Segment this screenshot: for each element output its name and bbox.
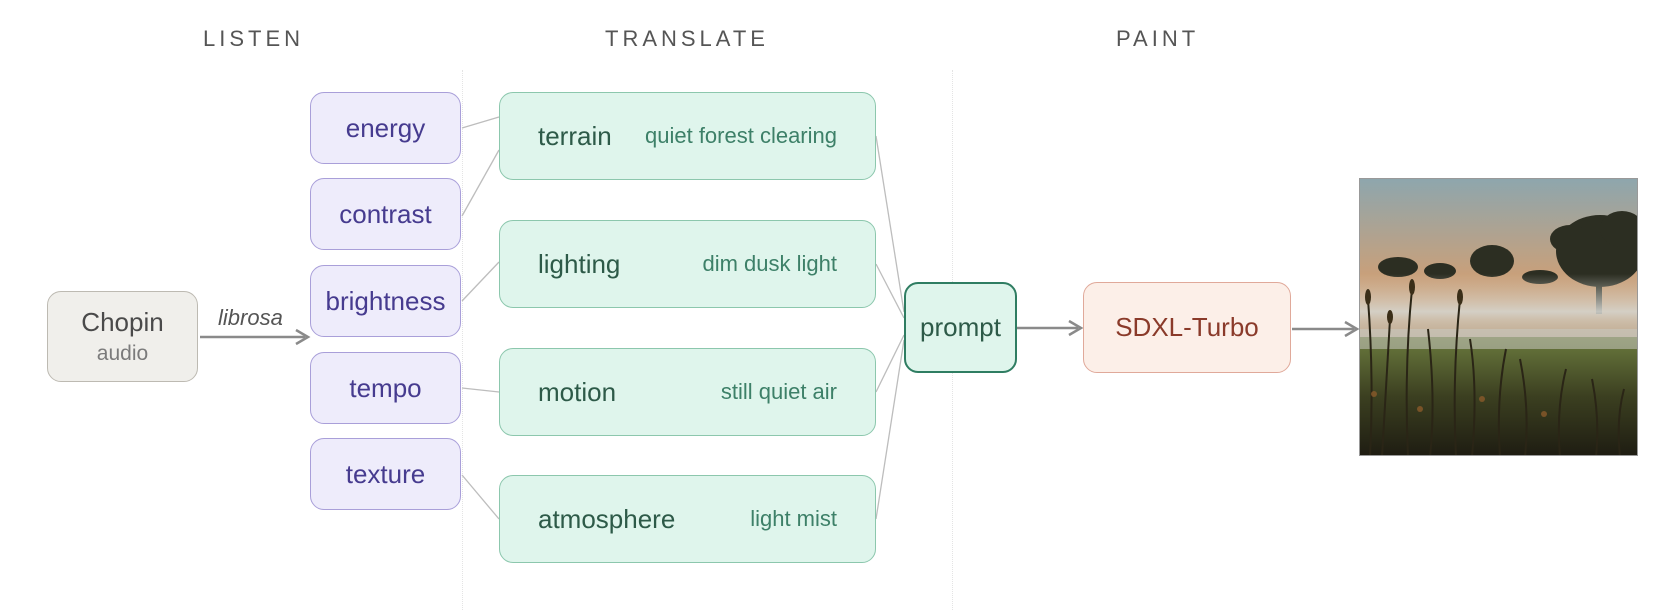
feature-label: energy [345,112,426,143]
feature-tempo: tempo [310,352,461,424]
output-image [1359,178,1638,456]
link-motion-prompt [875,334,905,393]
source-node: Chopin audio [47,291,198,382]
stage-divider [462,70,463,610]
translation-value: dim dusk light [702,251,837,276]
arrow-source-to-features [200,328,311,346]
translation-atmosphere: atmosphere light mist [499,475,876,563]
stage-label-listen: LISTEN [203,26,305,51]
translation-terrain: terrain quiet forest clearing [499,92,876,180]
link-terrain-prompt [875,135,905,313]
link-brightness-lighting [461,261,500,302]
feature-brightness: brightness [310,265,461,337]
translation-key: motion [538,376,617,407]
stage-label-paint: PAINT [1116,26,1200,51]
feature-label: brightness [325,285,446,316]
link-energy-terrain [461,116,500,129]
source-title: Chopin [81,307,164,337]
extractor-label: librosa [218,305,283,330]
translation-key: terrain [538,120,612,151]
feature-label: tempo [349,372,422,403]
misty-meadow-image [1360,179,1637,455]
translation-key: atmosphere [538,503,676,534]
feature-texture: texture [310,438,461,510]
source-subtitle: audio [96,342,149,365]
model-label: SDXL-Turbo [1115,312,1259,342]
feature-contrast: contrast [310,178,461,250]
model-node: SDXL-Turbo [1083,282,1291,373]
prompt-label: prompt [920,312,1001,342]
translation-value: light mist [750,506,837,531]
translation-lighting: lighting dim dusk light [499,220,876,308]
link-atmosphere-prompt [875,339,905,520]
translation-value: still quiet air [720,379,837,404]
feature-label: contrast [339,198,432,229]
translation-key: lighting [538,248,621,279]
link-lighting-prompt [875,263,905,319]
arrow-model-to-image [1292,320,1360,338]
translation-value: quiet forest clearing [645,123,837,148]
arrow-prompt-to-model [1017,319,1084,337]
link-texture-atmosphere [461,474,500,520]
stage-label-translate: TRANSLATE [605,26,769,51]
link-tempo-motion [461,387,500,393]
translation-motion: motion still quiet air [499,348,876,436]
feature-energy: energy [310,92,461,164]
prompt-node: prompt [904,282,1017,373]
feature-label: texture [345,458,426,489]
link-contrast-terrain [461,149,500,217]
